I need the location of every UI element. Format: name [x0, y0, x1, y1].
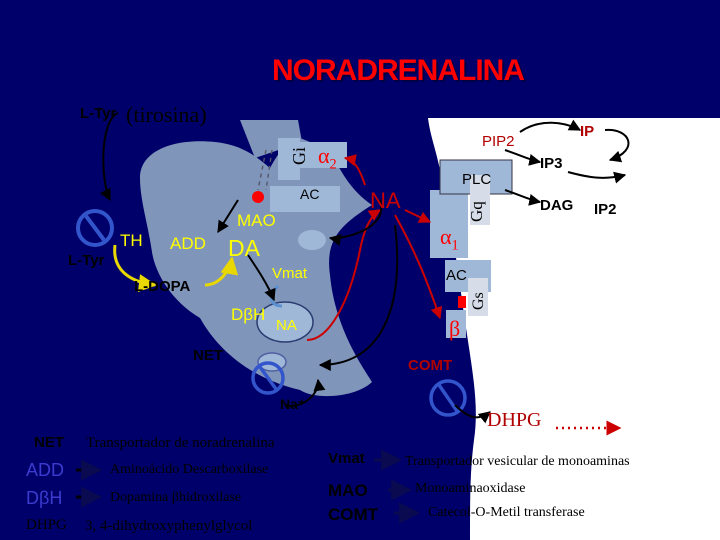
alpha2-symbol: α — [318, 143, 330, 168]
legend-vmat-abbr: Vmat — [328, 450, 365, 467]
arrow-na-alpha2 — [343, 154, 366, 186]
legend-dhpg-abbr: DHPG — [26, 517, 67, 533]
legend-add-text: Aminoácido Descarboxilase — [110, 462, 269, 477]
label-alpha1: α1 — [440, 226, 459, 253]
label-ltyr-top: L-Tyr — [80, 105, 117, 122]
legend-add-abbr: ADD — [26, 460, 65, 480]
label-net: NET — [193, 347, 223, 364]
arrow-plc-dag — [504, 189, 542, 206]
label-add: ADD — [170, 234, 206, 253]
arrow-da-vmat — [247, 254, 276, 302]
label-pip2: PIP2 — [482, 133, 515, 150]
legend-net-text: Transportador de noradrenalina — [86, 435, 275, 451]
postsynaptic-cell — [428, 118, 720, 540]
arrow-ac-ldopa — [217, 199, 239, 234]
inhibit-icon-ltyr — [76, 209, 114, 247]
legend-dbh-text: Dopamina βhidroxilase — [110, 490, 242, 505]
legend-mao-text: Monoaminaoxidase — [415, 481, 526, 496]
arrow-ip3-ip — [567, 171, 627, 184]
arrow-net-reuptake — [284, 378, 326, 407]
label-ac-post: AC — [446, 267, 467, 284]
legend-comt-text: Catecol-O-Metil transferase — [428, 505, 585, 520]
beta-receptor — [446, 278, 488, 338]
arrow-na-beta — [394, 214, 443, 320]
synaptic-vesicle-upper — [298, 230, 326, 250]
arrow-na-net — [318, 224, 399, 371]
slide-title: NORADRENALINA — [272, 54, 525, 87]
label-ip2: IP2 — [594, 201, 617, 218]
label-dag: DAG — [540, 197, 574, 214]
label-na-cleft: NA — [370, 188, 401, 213]
presynaptic-axon — [240, 120, 302, 158]
label-mao: MAO — [237, 211, 276, 230]
arrow-na-to-mao — [328, 199, 383, 246]
inhibit-icon-comt — [429, 379, 467, 417]
legend-mao-abbr: MAO — [328, 481, 368, 500]
label-na-vesicle: NA — [276, 317, 297, 334]
label-ip3: IP3 — [540, 155, 563, 172]
alpha2-receptor — [252, 138, 347, 212]
arrow-na-alpha1 — [404, 209, 432, 223]
alpha1-symbol: α — [440, 224, 452, 249]
alpha2-subscript: 2 — [329, 156, 337, 173]
label-tirosina: (tirosina) — [126, 102, 207, 127]
arrow-ldopa-da — [204, 256, 239, 287]
arrow-na-out-red — [306, 209, 382, 341]
inhibit-icon-net — [251, 361, 285, 395]
label-gi: Gi — [289, 147, 309, 165]
arrow-ltyr-ldopa — [113, 244, 157, 292]
label-comt: COMT — [408, 357, 453, 374]
legend-dbh-abbr: DβH — [26, 488, 63, 508]
arrow-ltyr-down — [99, 112, 119, 202]
label-da: DA — [228, 235, 260, 261]
legend-net-abbr: NET — [34, 434, 64, 451]
arrow-comt-dhpg — [454, 404, 491, 424]
label-alpha2: α2 — [318, 145, 337, 172]
label-ac-pre: AC — [300, 186, 320, 202]
label-ldopa: L-DOPA — [134, 278, 191, 295]
label-beta: β — [449, 316, 461, 341]
label-na-plus: Na⁺ — [280, 396, 306, 412]
label-th: TH — [120, 231, 143, 250]
synaptic-vesicle-na — [256, 301, 314, 343]
alpha1-subscript: 1 — [451, 237, 459, 254]
label-vmat: Vmat — [272, 265, 308, 282]
legend-vmat-text: Transportador vesicular de monoaminas — [405, 454, 630, 469]
label-dhpg: DHPG — [487, 409, 542, 431]
label-gs: Gs — [470, 292, 487, 310]
legend-dhpg-text: 3, 4-dihydroxyphenylglycol — [85, 518, 253, 534]
arrow-pip2-ip — [519, 119, 582, 133]
label-ltyr-left: L-Tyr — [68, 252, 105, 269]
legend-comt-abbr: COMT — [328, 505, 379, 524]
label-ip: IP — [580, 123, 595, 140]
arrow-ip-loop — [604, 128, 630, 163]
label-plc: PLC — [462, 171, 492, 188]
label-gq: Gq — [467, 201, 486, 222]
label-dbh: DβH — [231, 305, 266, 324]
arrow-plc-ip3 — [504, 149, 542, 166]
